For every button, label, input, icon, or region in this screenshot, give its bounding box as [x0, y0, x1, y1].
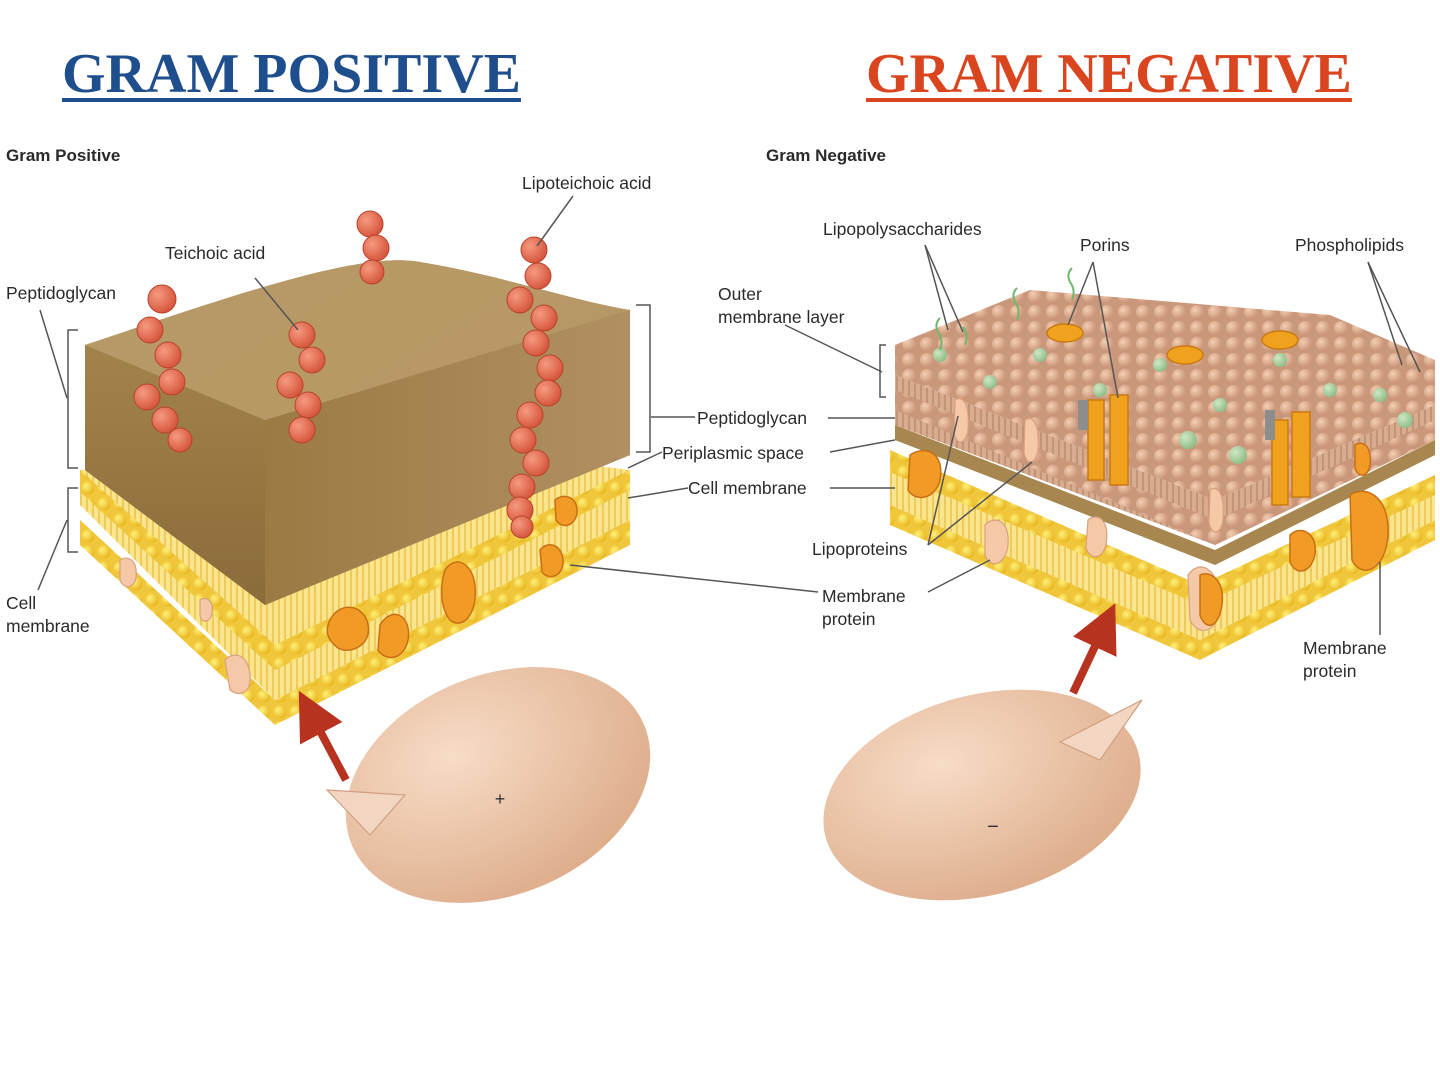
gram-negative-subtitle: Gram Negative [766, 146, 886, 165]
negative-sign: − [987, 816, 999, 838]
label-lipopolysaccharides: Lipopolysaccharides [823, 219, 982, 239]
positive-sign: + [495, 789, 506, 809]
gram-positive-cell: + [298, 667, 651, 903]
gram-positive-cell-wall [80, 260, 630, 725]
gram-positive-subtitle: Gram Positive [6, 146, 121, 165]
label-porins: Porins [1080, 235, 1130, 255]
label-membrane-protein-center: Membrane protein [822, 586, 906, 629]
leader-lines [37, 195, 1421, 635]
teichoic-acid-chains [133, 210, 564, 539]
label-phospholipids: Phospholipids [1295, 235, 1404, 255]
label-peptidoglycan-left: Peptidoglycan [6, 283, 116, 303]
label-membrane-protein-right: Membrane protein [1303, 638, 1387, 681]
gram-negative-cell: − [823, 603, 1143, 901]
label-cell-membrane-center: Cell membrane [688, 478, 807, 498]
gram-negative-cell-wall [890, 267, 1435, 660]
label-teichoic-acid: Teichoic acid [165, 243, 266, 263]
gram-positive-title: GRAM POSITIVE [62, 43, 521, 105]
label-periplasmic-space: Periplasmic space [662, 443, 804, 463]
label-lipoproteins: Lipoproteins [812, 539, 908, 559]
label-peptidoglycan-center: Peptidoglycan [697, 408, 807, 428]
label-outer-membrane-layer: Outer membrane layer [718, 284, 845, 327]
label-lipoteichoic-acid: Lipoteichoic acid [522, 173, 652, 193]
gram-negative-title: GRAM NEGATIVE [866, 43, 1352, 105]
label-cell-membrane-left: Cell membrane [6, 593, 90, 636]
